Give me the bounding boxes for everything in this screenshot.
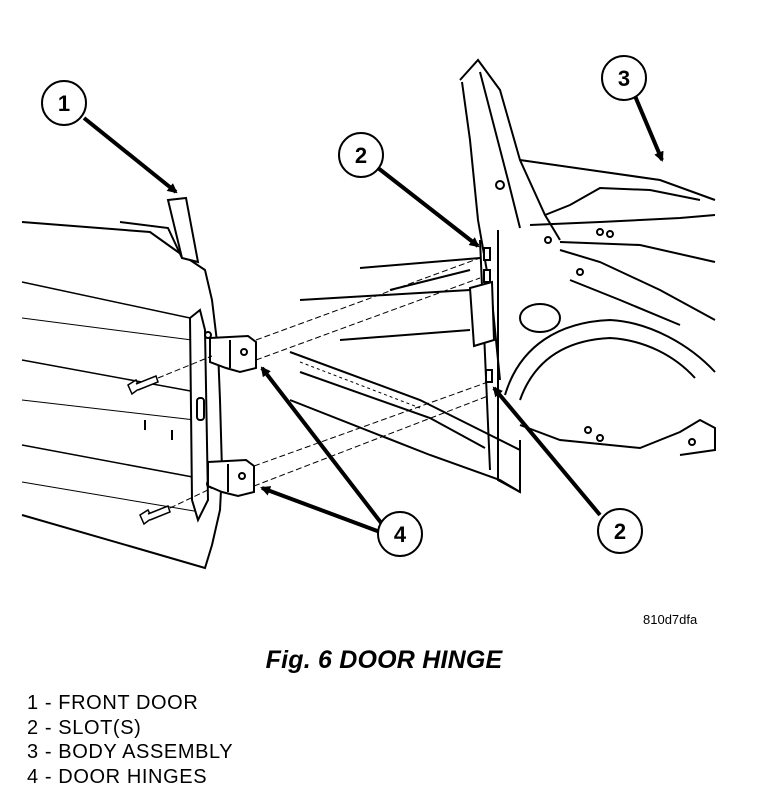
callout-4: 4 (377, 511, 423, 557)
body-assembly-drawing (289, 58, 716, 494)
callout-2-lower: 2 (597, 508, 643, 554)
upper-bolt (127, 375, 159, 396)
callout-2-lower-label: 2 (614, 519, 626, 544)
leader-arrows (82, 95, 664, 534)
callout-1: 1 (41, 80, 87, 126)
door-hinge-illustration: 1 2 3 2 4 (21, 55, 716, 570)
callout-1-label: 1 (58, 91, 70, 116)
callout-4-label: 4 (394, 522, 407, 547)
figure-caption: Fig. 6 DOOR HINGE (265, 646, 503, 674)
legend-item: 4 - DOOR HINGES (27, 765, 208, 788)
legend-item: 3 - BODY ASSEMBLY (27, 741, 234, 763)
callout-2-upper-label: 2 (355, 143, 367, 168)
lower-hinge (207, 458, 255, 498)
callout-2-upper: 2 (338, 132, 384, 178)
image-reference-code: 810d7dfa (643, 612, 698, 627)
legend-item: 1 - FRONT DOOR (27, 692, 199, 714)
callout-3-label: 3 (618, 66, 630, 91)
callout-3: 3 (601, 55, 647, 101)
legend-list: 1 - FRONT DOOR 2 - SLOT(S) 3 - BODY ASSE… (27, 691, 233, 789)
upper-hinge (209, 334, 257, 374)
front-door-drawing (21, 196, 224, 570)
lower-bolt (139, 505, 171, 526)
legend-item: 2 - SLOT(S) (27, 716, 142, 739)
